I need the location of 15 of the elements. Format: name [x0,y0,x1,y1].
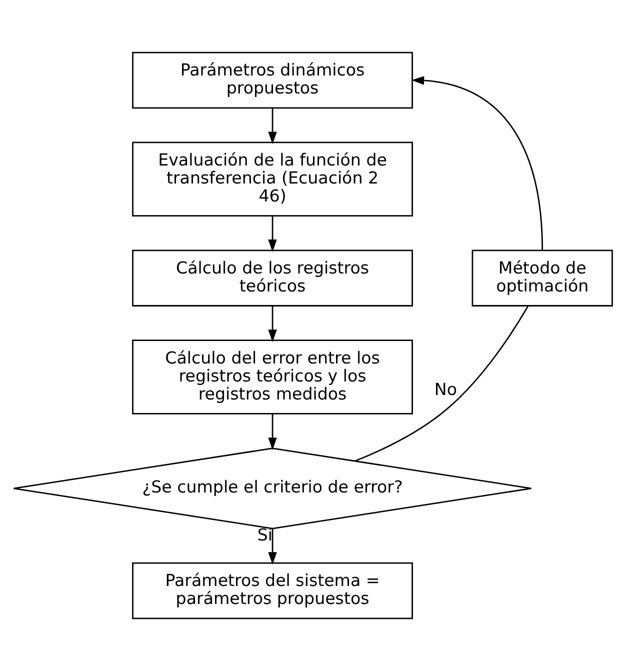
node-box: Cálculo del error entre los registros teóricos y los registros medidos [132,340,413,414]
node-box: Parámetros del sistema = parámetros propuestos [132,562,413,620]
node-box: Parámetros dinámicos propuestos [132,52,413,109]
arrow [268,414,277,450]
node-box: Cálculo de los registros teóricos [132,250,413,306]
connector [355,306,529,462]
arrow [412,76,544,250]
arrow [268,216,277,252]
arrow [268,108,277,144]
arrow [268,306,277,342]
node-box: Método de optimación [472,250,613,306]
edge-label: No [434,380,457,399]
node-diamond: ¿Se cumple el criterio de error? [13,448,532,530]
node-box: Evaluación de la función de transferencia (Ecuación 2 46) [132,142,413,216]
arrow [268,528,277,565]
